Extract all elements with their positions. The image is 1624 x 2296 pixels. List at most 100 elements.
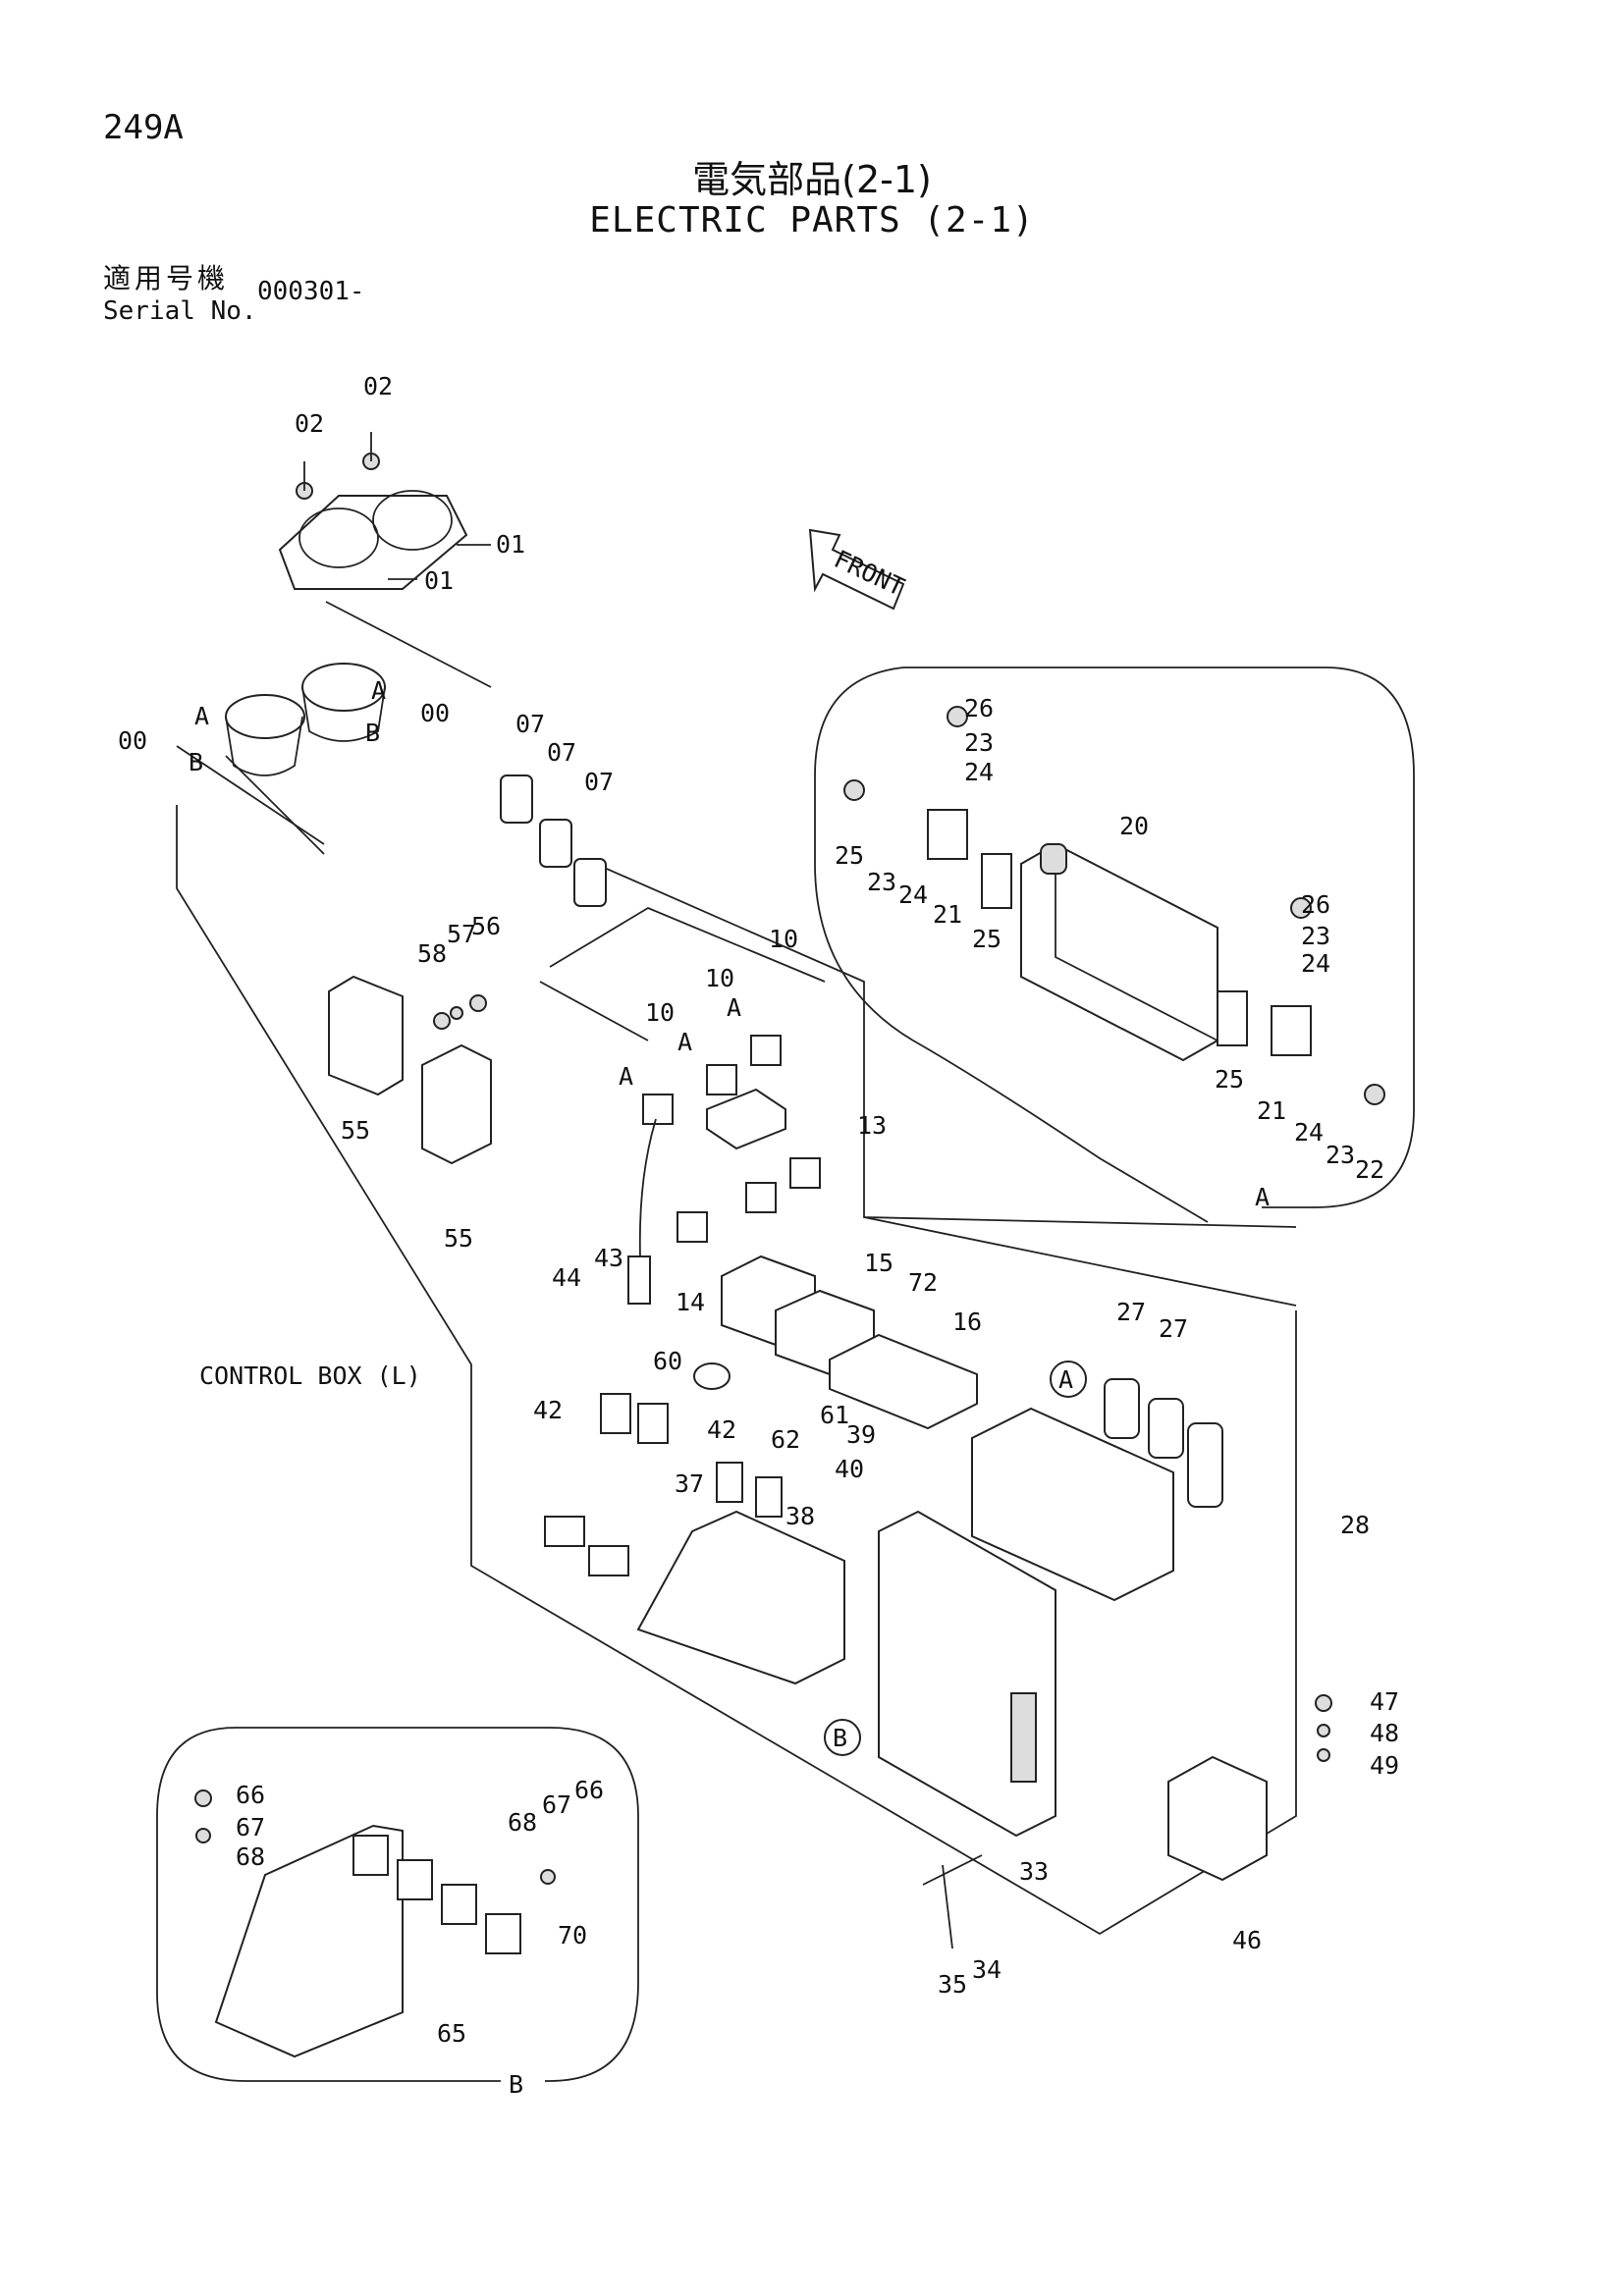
callout-label: 67 xyxy=(542,1790,571,1819)
callout-label: 21 xyxy=(933,900,962,929)
callout-label: A xyxy=(1255,1183,1270,1211)
callout-label: 44 xyxy=(552,1263,581,1292)
callout-label: A xyxy=(371,676,386,705)
callout-label: 43 xyxy=(594,1244,623,1272)
callout-label: 56 xyxy=(471,912,501,940)
front-direction-arrow: FRONT xyxy=(808,528,909,611)
callout-label: 07 xyxy=(515,710,545,738)
callout-label: 25 xyxy=(835,841,864,870)
callout-label: 34 xyxy=(972,1955,1001,1984)
callout-label: 22 xyxy=(1355,1155,1384,1184)
callout-label: 00 xyxy=(118,726,147,755)
callout-label: 13 xyxy=(857,1111,887,1140)
callout-label: A xyxy=(727,993,741,1022)
callout-label: 58 xyxy=(417,939,447,968)
callout-label: 62 xyxy=(771,1425,800,1454)
callout-label: 25 xyxy=(1215,1065,1244,1094)
callout-label: 72 xyxy=(908,1268,938,1297)
callout-label: 27 xyxy=(1159,1314,1188,1343)
callout-label: A xyxy=(619,1062,633,1091)
callout-label: 24 xyxy=(1301,949,1330,978)
callout-label: 37 xyxy=(675,1469,704,1498)
detail-a-marker: A xyxy=(1058,1365,1073,1394)
serial-label-japanese: 適用号機 xyxy=(103,262,230,294)
callout-label: 01 xyxy=(424,566,454,595)
callout-label: 33 xyxy=(1019,1857,1049,1886)
switches xyxy=(627,1035,821,1305)
callout-label: 26 xyxy=(1301,890,1330,919)
title-english: ELECTRIC PARTS (2-1) xyxy=(589,200,1035,240)
callout-label: 10 xyxy=(769,925,798,953)
callout-label: 21 xyxy=(1257,1096,1286,1125)
gauge-cover-plate xyxy=(278,432,491,590)
callout-label: 70 xyxy=(558,1921,587,1949)
callout-label: 28 xyxy=(1340,1511,1370,1539)
callout-label: 14 xyxy=(676,1288,705,1316)
callout-label: 26 xyxy=(964,694,994,722)
callout-label: 38 xyxy=(785,1502,815,1530)
serial-number-value: 000301- xyxy=(257,277,365,306)
diagram-frame xyxy=(156,601,1415,2082)
callout-label: 55 xyxy=(444,1224,473,1253)
callout-label: 46 xyxy=(1232,1926,1262,1954)
callout-label: A xyxy=(677,1028,692,1056)
callout-label: 01 xyxy=(496,530,525,559)
callout-label: 68 xyxy=(236,1842,265,1871)
callout-label: 07 xyxy=(584,768,614,796)
callout-label: B xyxy=(365,719,380,747)
control-box-label: CONTROL BOX (L) xyxy=(199,1362,421,1390)
callout-label: 68 xyxy=(508,1808,537,1837)
callout-label: 24 xyxy=(1294,1118,1324,1147)
covers xyxy=(328,975,492,1165)
page-number: 249A xyxy=(103,108,184,147)
callout-label: 23 xyxy=(867,868,896,896)
gauges xyxy=(176,663,386,855)
callout-label: 35 xyxy=(938,1970,967,1999)
callout-label: 15 xyxy=(864,1249,893,1277)
callout-label: 39 xyxy=(846,1420,876,1449)
callout-label: 23 xyxy=(1326,1141,1355,1169)
callout-label: 42 xyxy=(707,1415,736,1444)
callout-label: 66 xyxy=(574,1776,604,1804)
callout-label: B xyxy=(509,2070,523,2099)
callout-label: A xyxy=(194,702,209,730)
callout-label: 57 xyxy=(447,920,476,948)
callout-label: 20 xyxy=(1119,812,1149,840)
callout-label: 49 xyxy=(1370,1751,1399,1780)
callout-label: B xyxy=(189,748,203,776)
callout-label: 27 xyxy=(1116,1298,1146,1326)
callout-label: 40 xyxy=(835,1455,864,1483)
callout-label: 24 xyxy=(964,758,994,786)
callout-label: 47 xyxy=(1370,1687,1399,1716)
callout-label: 10 xyxy=(705,964,734,992)
detail-b-marker: B xyxy=(833,1724,847,1752)
callout-label: 10 xyxy=(645,998,675,1027)
callout-label: 23 xyxy=(964,728,994,757)
control-box-parts: A xyxy=(721,1255,1223,1602)
callout-label: 42 xyxy=(533,1396,563,1424)
callout-label: 02 xyxy=(295,409,324,438)
callout-label: 23 xyxy=(1301,922,1330,950)
knobs xyxy=(500,774,607,907)
callout-label: 16 xyxy=(952,1308,982,1336)
callout-label: 02 xyxy=(363,372,393,400)
detail-a-monitor xyxy=(843,706,1385,1105)
relay xyxy=(1167,1694,1332,1882)
callout-label: 65 xyxy=(437,2019,466,2048)
callout-label: 00 xyxy=(420,699,450,727)
callout-label: 60 xyxy=(653,1347,682,1375)
serial-label-english: Serial No. xyxy=(103,296,257,326)
detail-b-relay-plate xyxy=(194,1789,556,2058)
callout-label: 67 xyxy=(236,1813,265,1842)
callout-label: 66 xyxy=(236,1781,265,1809)
callout-label: 25 xyxy=(972,925,1001,953)
controller-and-brackets: B xyxy=(544,1362,1056,1838)
callout-label: 07 xyxy=(547,738,576,767)
callout-label: 61 xyxy=(820,1401,849,1429)
callout-label: 55 xyxy=(341,1116,370,1145)
callout-label: 48 xyxy=(1370,1719,1399,1747)
title-japanese: 電気部品(2-1) xyxy=(692,158,932,201)
callout-label: 24 xyxy=(898,881,928,909)
